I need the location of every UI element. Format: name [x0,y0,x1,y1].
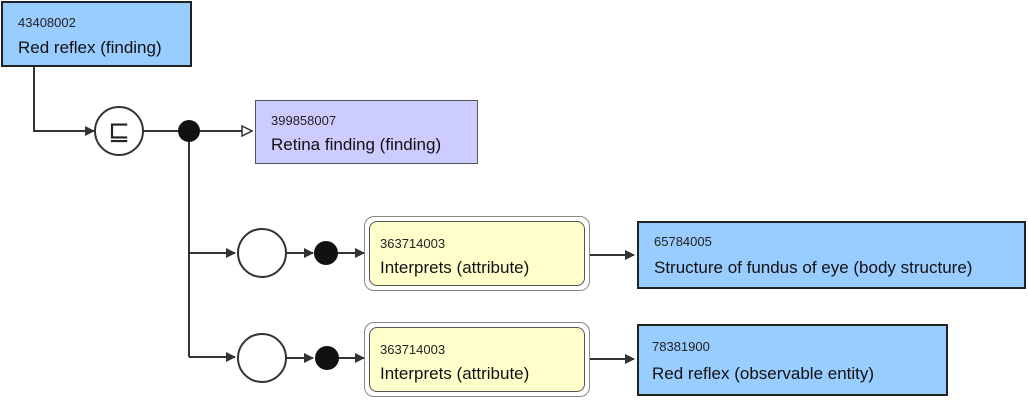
group-1-circle [237,228,287,278]
group-1-value-label: Structure of fundus of eye (body structu… [654,258,973,277]
group-1-attribute-inner: 363714003 Interprets (attribute) [369,221,585,286]
conjunction-dot [178,120,200,142]
group-2-attribute-code: 363714003 [380,342,446,357]
group-1-attribute-code: 363714003 [380,236,446,251]
root-to-operator-line [33,67,95,136]
root-concept-label: Red reflex (finding) [18,38,162,57]
parent-concept-code: 399858007 [271,113,337,128]
root-concept-code: 43408002 [18,15,76,30]
subsumption-operator-symbol: ⊑ [108,117,130,147]
group-1-value-box[interactable]: 65784005 Structure of fundus of eye (bod… [637,221,1026,289]
group-1-attribute-box[interactable]: 363714003 Interprets (attribute) [364,216,590,291]
group-1-value-code: 65784005 [654,234,712,249]
parent-concept-label: Retina finding (finding) [271,135,442,154]
group-1-dot [314,241,338,265]
group-2-value-code: 78381900 [652,339,710,354]
root-concept-box[interactable]: 43408002 Red reflex (finding) [1,1,192,67]
group-2-value-box[interactable]: 78381900 Red reflex (observable entity) [637,324,948,396]
group-2-attribute-box[interactable]: 363714003 Interprets (attribute) [364,322,590,397]
group-2-value-label: Red reflex (observable entity) [652,364,875,383]
group-1-attribute-label: Interprets (attribute) [380,258,530,277]
group-2-circle [237,333,287,383]
parent-concept-box[interactable]: 399858007 Retina finding (finding) [255,100,478,164]
group-2-attribute-label: Interprets (attribute) [380,364,530,383]
group-2-attribute-inner: 363714003 Interprets (attribute) [369,327,585,392]
group-2-dot [315,346,339,370]
